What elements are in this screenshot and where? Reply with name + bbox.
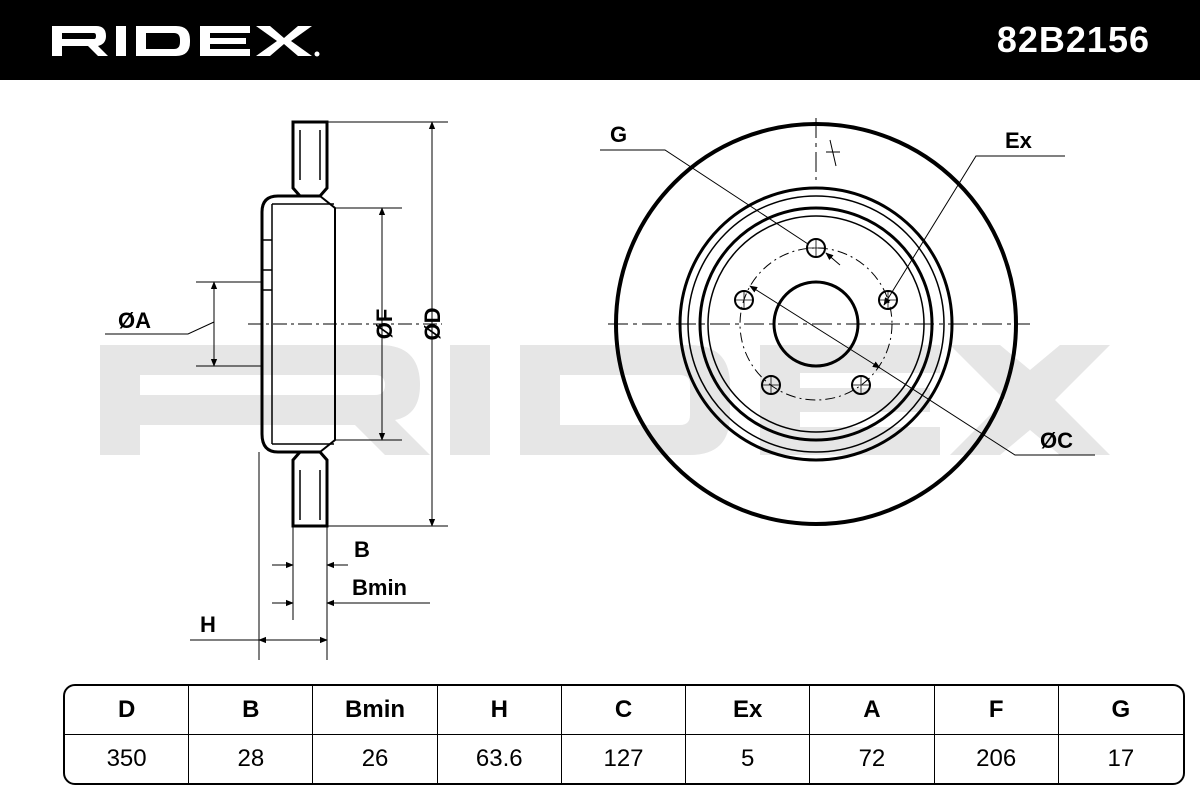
spec-value-c: 127 (562, 734, 687, 783)
part-number: 82B2156 (996, 19, 1150, 60)
spec-header-c: C (561, 686, 687, 735)
hat-section (260, 194, 300, 454)
spec-value-ex: 5 (686, 734, 811, 783)
front-view (600, 118, 1095, 526)
spec-value-bmin: 26 (313, 734, 438, 783)
spec-header-bmin: Bmin (313, 686, 438, 735)
ridex-watermark (100, 345, 1110, 455)
spec-value-a: 72 (810, 734, 935, 783)
specification-table: D B Bmin H C Ex A F G 350 28 26 63.6 127… (63, 684, 1185, 785)
spec-header-h: H (437, 686, 562, 735)
label-diameter-f: ØF (372, 309, 397, 340)
spec-value-f: 206 (935, 734, 1059, 783)
friction-ring-bottom (291, 450, 329, 528)
label-diameter-c: ØC (1040, 428, 1073, 453)
spec-header-g: G (1058, 686, 1183, 735)
spec-header-a: A (810, 686, 935, 735)
friction-ring-top (291, 120, 329, 198)
spec-value-h: 63.6 (438, 734, 562, 783)
label-g: G (610, 122, 627, 147)
label-diameter-d: ØD (420, 308, 445, 341)
header-bar: 82B2156 (0, 0, 1200, 80)
side-view (105, 120, 448, 660)
spec-header-f: F (934, 686, 1059, 735)
label-ex: Ex (1005, 128, 1033, 153)
spec-value-b: 28 (189, 734, 314, 783)
label-b: B (354, 537, 370, 562)
spec-header-ex: Ex (686, 686, 811, 735)
spec-header-b: B (189, 686, 314, 735)
label-diameter-a: ØA (118, 308, 151, 333)
label-h: H (200, 612, 216, 637)
technical-drawing: ØA ØF ØD B Bmin H G Ex ØC (100, 118, 1110, 660)
ridex-logo (52, 26, 320, 57)
spec-value-g: 17 (1107, 744, 1135, 772)
spec-header-d: D (65, 686, 190, 735)
spec-value-d: 350 (65, 734, 190, 783)
label-bmin: Bmin (352, 575, 407, 600)
